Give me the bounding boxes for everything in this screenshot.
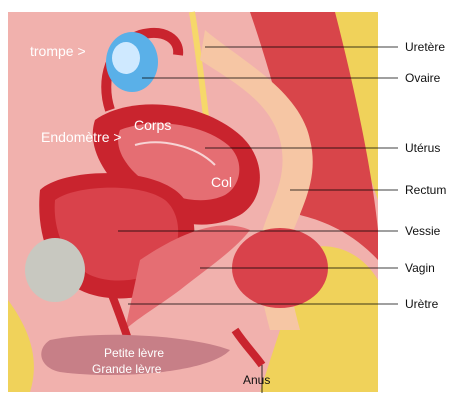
leader-lines — [118, 46, 398, 393]
label-ovaire: Ovaire — [405, 71, 441, 85]
label-vagin: Vagin — [405, 261, 435, 275]
pelvic-fat — [260, 246, 378, 392]
illustration — [8, 11, 378, 392]
label-endometre: Endomètre > — [41, 129, 122, 145]
label-petite-levre: Petite lèvre — [104, 346, 164, 360]
anal-canal — [231, 327, 266, 368]
label-corps: Corps — [134, 117, 171, 133]
label-uretre: Urètre — [405, 297, 439, 311]
label-uretere: Uretère — [405, 40, 445, 54]
label-uterus: Utérus — [405, 141, 440, 155]
ovary-highlight — [112, 42, 140, 74]
back-tissue — [250, 12, 378, 260]
label-anus: Anus — [243, 373, 270, 387]
label-grande-levre: Grande lèvre — [92, 362, 162, 376]
label-rectum: Rectum — [405, 183, 446, 197]
labia-shape — [41, 334, 230, 376]
endometrium-line — [134, 141, 216, 166]
label-trompe: trompe > — [30, 43, 86, 59]
pelvic-fat-left — [8, 300, 34, 392]
label-col: Col — [211, 174, 232, 190]
pubic-bone — [25, 238, 85, 302]
label-vessie: Vessie — [405, 224, 441, 238]
